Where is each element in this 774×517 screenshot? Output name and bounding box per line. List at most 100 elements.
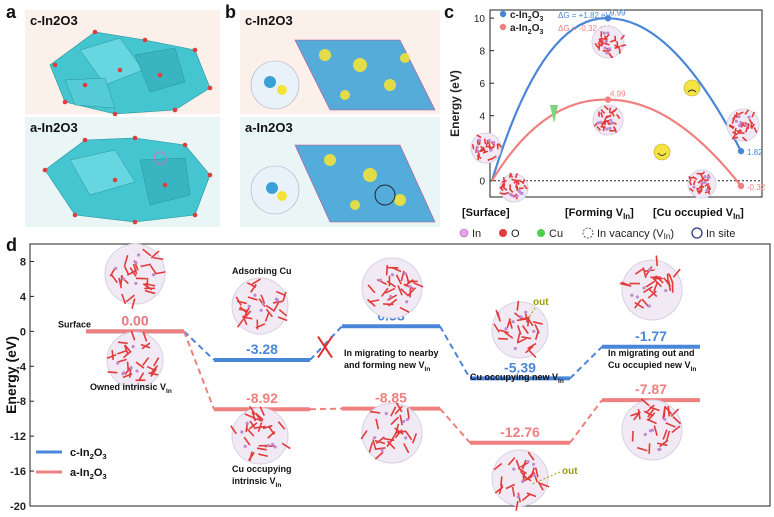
chart-c-xlabel: [Surface]	[462, 207, 510, 219]
vacancy-icon	[582, 227, 594, 239]
chart-d-connector	[183, 330, 215, 410]
chart-c-xlabel: [Cu occupied VIn]	[653, 207, 744, 221]
chart-d-value-label: -5.39	[504, 359, 536, 375]
legend-vacancy-label: In vacancy (VIn)	[597, 228, 674, 241]
chart-c-structure-forming-c	[591, 25, 627, 59]
in-site-icon	[691, 227, 703, 239]
chart-d-value-label: -7.87	[635, 381, 667, 397]
in-atom-icon	[459, 228, 469, 238]
panel-letter-b: b	[225, 2, 236, 22]
chart-d-ytick-label: -8	[16, 396, 26, 408]
out-arrow-2	[531, 471, 561, 485]
chart-d-legend-c-label: c-In2O3	[70, 447, 107, 461]
legend-site-label: In site	[706, 228, 735, 240]
chart-d-cu-intrinsic-label-2: intrinsic VIn	[232, 476, 281, 489]
panel-a-crystal-illustration	[42, 29, 213, 225]
chart-c-value-label: -0.32	[747, 183, 766, 192]
chart-d-structure-surface-c	[104, 243, 166, 309]
blocked-x-icon-2	[317, 336, 333, 359]
chart-c-point	[604, 96, 612, 103]
chart-c-value-label: 4.99	[610, 90, 626, 99]
chart-d-owned-label: Owned intrinsic VIn	[90, 382, 172, 395]
chart-c-xlabel: [Forming VIn]	[565, 207, 634, 221]
chart-d-ytick-label: -16	[10, 466, 26, 478]
chart-c-legend-name: c-In2O3	[510, 10, 543, 23]
o-atom-icon	[499, 229, 507, 237]
down-arrow-icon	[550, 105, 558, 123]
panel-b-charge-density-illustration	[250, 39, 436, 223]
chart-d-value-label: 0.00	[121, 312, 148, 328]
chart-d-out-label-2: out	[562, 466, 578, 477]
chart-d-connector	[183, 330, 215, 361]
panel-letter-d: d	[6, 235, 17, 255]
chart-d-out-label-1: out	[533, 297, 549, 308]
panel-b-bottom-label: a-In2O3	[245, 120, 293, 135]
chart-c-dg-label: ΔG = +1.82 eV	[558, 11, 612, 20]
legend-in-label: In	[472, 228, 481, 240]
panel-a-top-label: c-In2O3	[30, 13, 78, 28]
chart-d-ytick-label: -4	[16, 361, 27, 373]
chart-d-ylabel: Energy (eV)	[3, 336, 19, 414]
chart-c-point	[604, 15, 612, 22]
chart-c-point	[737, 147, 745, 155]
out-arrow-1	[525, 307, 536, 323]
chart-c-structure-cu-a	[687, 169, 717, 199]
oxygen-atoms	[42, 29, 213, 225]
chart-d-value-label: -1.77	[635, 328, 667, 344]
chart-c-ytick-label: 6	[479, 79, 485, 90]
chart-d-structure-out-c	[619, 255, 683, 321]
chart-c-ytick-label: 8	[479, 47, 485, 58]
chart-d-cu-intrinsic-label-1: Cu occupying	[232, 464, 292, 474]
panel-letter-c: c	[444, 2, 455, 22]
chart-c-ytick-label: 0	[479, 177, 485, 188]
chart-c-value-label: 9.99	[610, 8, 626, 17]
chart-c-dg-label: ΔG = -0.32 eV	[558, 24, 610, 33]
chart-d-value-label: -12.76	[500, 424, 540, 440]
chart-d-structure-intrinsic-a	[106, 330, 164, 389]
chart-d-connector	[309, 325, 343, 361]
happy-face-mouth	[657, 152, 667, 156]
chart-d-migrating-label-2: and forming new VIn	[344, 360, 430, 373]
chart-c-legend-marker	[499, 23, 507, 31]
chart-d-value-label: -8.85	[375, 390, 407, 406]
element-legend: In O Cu In vacancy (VIn) In site	[459, 227, 735, 241]
chart-d-ytick-label: 8	[20, 256, 26, 268]
chart-d-structure-cu-new-c	[491, 300, 549, 359]
chart-d-ytick-label: -12	[10, 431, 26, 443]
chart-d-connector	[569, 346, 603, 380]
chart-c-legend-name: a-In2O3	[510, 23, 543, 36]
chart-d-cu-new-label: Cu occupying new VIn	[470, 372, 564, 385]
panel-b-top-label: c-In2O3	[245, 13, 293, 28]
chart-d-migr-out-label-2: Cu occupied new VIn	[608, 360, 696, 373]
chart-d-value-label: -8.92	[246, 390, 278, 406]
sad-face-mouth	[687, 89, 697, 93]
chart-c-legend-marker	[499, 10, 507, 18]
chart-c-value-label: 1.82	[747, 148, 763, 157]
chart-d-connector	[439, 325, 471, 379]
happy-face-icon	[653, 143, 671, 161]
chart-d-ytick-label: 0	[20, 326, 26, 338]
chart-d-structure-cu-intrinsic	[230, 405, 291, 465]
chart-c-ylabel: Energy (eV)	[448, 70, 462, 137]
chart-d-ytick-label: -20	[10, 501, 26, 513]
chart-d-migr-out-label-1: In migrating out and	[608, 348, 695, 358]
chart-c-structure-surface-a	[499, 172, 529, 203]
chart-d-structure-migrating-a	[360, 402, 423, 464]
chart-d-frame	[29, 243, 771, 507]
panel-letter-a: a	[6, 2, 17, 22]
cu-atom-icon	[537, 229, 545, 237]
sad-face-icon	[683, 79, 701, 97]
chart-d-connector	[309, 407, 343, 411]
chart-d-structure-adsorb-cu	[231, 277, 289, 335]
legend-o-label: O	[511, 228, 520, 240]
chart-c-ytick-label: 10	[474, 14, 486, 25]
vacancy-marker	[153, 151, 167, 165]
chart-d-structure-migrating	[361, 257, 424, 319]
crystal-c-structure	[49, 31, 211, 115]
chart-c-structure-forming-a	[592, 104, 624, 136]
crystal-a-structure	[44, 137, 211, 223]
chart-d-adsorbing-label: Adsorbing Cu	[232, 266, 292, 276]
chart-c-frame	[489, 9, 763, 198]
chart-d-legend-a-label: a-In2O3	[70, 467, 107, 481]
